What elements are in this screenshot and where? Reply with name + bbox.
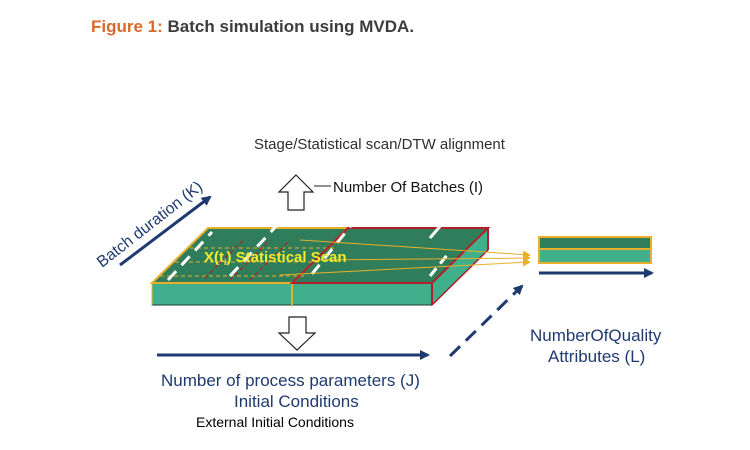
projection-line [299,239,531,259]
stage-label: Stage/Statistical scan/DTW alignment [254,136,505,153]
white-dash-diagonal [428,253,450,277]
scan-red-dash [229,239,271,281]
quality-block [538,236,654,278]
scan-red-dash [204,237,246,279]
process-params-label: Number of process parameters (J) [161,371,420,390]
white-dash-diagonal [228,220,282,278]
external-conditions-label: External Initial Conditions [196,414,354,430]
projection-line [279,258,531,276]
quality-label-line2: Attributes (L) [548,347,646,366]
batches-label: Number Of Batches (I) [333,179,484,196]
white-dash-diagonal [310,211,364,275]
batch-block-side-bottom [431,249,489,306]
down-arrow-icon [277,316,317,351]
figure-caption: Figure 1: Batch simulation using MVDA. [91,17,414,37]
scan-red-dash [249,239,291,281]
batch-duration-arrow [119,195,212,267]
scan-label: X(ti) Statistical Scan [204,249,347,267]
figure-label: Figure 1: [91,17,163,36]
data-slab [149,211,531,307]
white-dash-diagonal [428,223,444,239]
projection-line [319,254,531,263]
quality-block-front [538,248,652,264]
dashed-arrow-to-quality [448,284,524,358]
white-dash-diagonal [166,230,214,282]
figure-title: Batch simulation using MVDA. [167,17,415,36]
quality-label-line1: NumberOfQuality [530,326,662,345]
quality-block-top [538,236,652,250]
up-arrow-icon [277,174,315,211]
initial-conditions-label: Initial Conditions [234,392,359,411]
